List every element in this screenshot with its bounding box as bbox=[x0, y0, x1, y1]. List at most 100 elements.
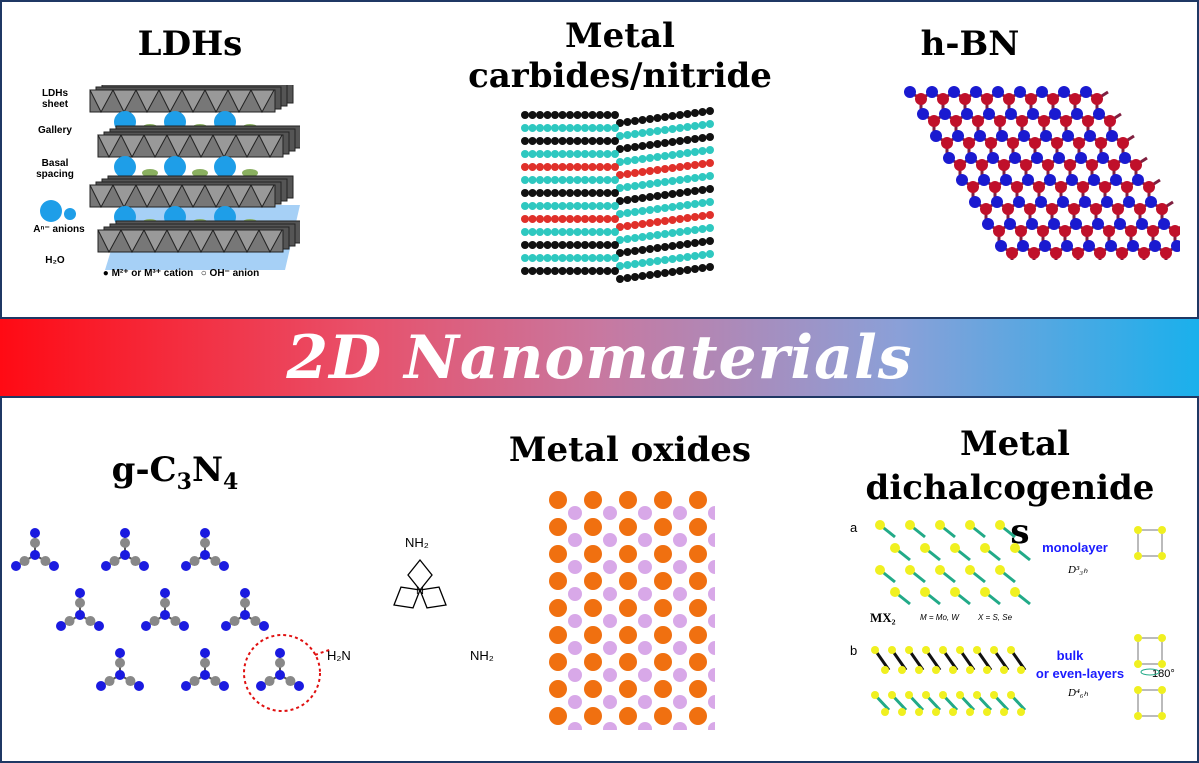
atom bbox=[588, 254, 597, 262]
atom bbox=[646, 128, 654, 136]
atom bbox=[683, 201, 692, 209]
chalcogen-atom bbox=[995, 520, 1005, 530]
chalcogen-atom bbox=[898, 666, 906, 674]
atom bbox=[653, 127, 662, 135]
ring bbox=[393, 586, 421, 609]
oxygen-atom bbox=[619, 572, 637, 590]
chalcogen-atom bbox=[983, 666, 991, 674]
atom bbox=[623, 170, 632, 178]
atom bbox=[706, 224, 714, 232]
atom bbox=[551, 202, 559, 210]
atom bbox=[603, 111, 612, 119]
chalcogen-atom bbox=[1158, 686, 1166, 694]
chalcogen-atom bbox=[1017, 666, 1025, 674]
ldh-title: LDHs bbox=[137, 24, 243, 64]
atom bbox=[691, 252, 699, 260]
atom bbox=[638, 116, 647, 124]
ring bbox=[419, 586, 447, 609]
nitrogen-atom bbox=[1110, 174, 1122, 186]
metal-atom bbox=[603, 641, 617, 655]
oxygen-atom bbox=[549, 707, 567, 725]
atom bbox=[528, 215, 537, 223]
atom bbox=[596, 215, 604, 223]
atom bbox=[661, 165, 669, 173]
atom bbox=[536, 254, 544, 262]
atom bbox=[536, 202, 544, 210]
nh2-left-label: H₂N bbox=[327, 648, 351, 663]
atom bbox=[543, 150, 552, 158]
nitrogen-atom bbox=[1083, 240, 1095, 252]
atom bbox=[573, 176, 582, 184]
ldh-octahedron bbox=[212, 229, 237, 254]
boron-atom bbox=[1072, 247, 1084, 259]
nitrogen-atom bbox=[1066, 174, 1078, 186]
atom bbox=[646, 167, 654, 175]
highlight-circle bbox=[243, 634, 321, 712]
boron-atom bbox=[1081, 225, 1093, 237]
atom bbox=[691, 200, 699, 208]
atom bbox=[581, 254, 589, 262]
nitrogen-atom bbox=[987, 152, 999, 164]
anion bbox=[214, 156, 236, 178]
atom bbox=[551, 254, 559, 262]
metal-atom bbox=[708, 695, 715, 709]
metal-atom bbox=[568, 695, 582, 709]
atom bbox=[623, 274, 632, 282]
atom bbox=[668, 255, 677, 263]
oxygen-atom bbox=[654, 626, 672, 644]
atom bbox=[536, 228, 544, 236]
atom bbox=[551, 228, 559, 236]
oxygen-atom bbox=[689, 707, 707, 725]
ldh-basal-label: Basal spacing bbox=[36, 158, 74, 180]
nitrogen-atom bbox=[1058, 86, 1070, 98]
boron-atom bbox=[1130, 159, 1142, 171]
nitrogen-atom bbox=[1017, 240, 1029, 252]
tmd-title-line2: dichalcogenide bbox=[865, 468, 1155, 508]
atom bbox=[653, 270, 662, 278]
boron-atom bbox=[954, 159, 966, 171]
atom bbox=[596, 189, 604, 197]
atom bbox=[698, 160, 707, 168]
atom bbox=[558, 150, 567, 158]
bulk-label: bulk bbox=[1056, 648, 1084, 663]
boron-atom bbox=[1082, 115, 1094, 127]
nitrogen-atom bbox=[1005, 108, 1017, 120]
panel-b-label: b bbox=[850, 643, 858, 658]
carbides-title-line2: carbides/nitride bbox=[468, 56, 772, 96]
chalcogen-atom bbox=[1158, 552, 1166, 560]
atom bbox=[623, 222, 632, 230]
atom bbox=[543, 228, 552, 236]
atom bbox=[616, 210, 624, 218]
atom bbox=[638, 272, 647, 280]
carbon-atom bbox=[64, 616, 75, 627]
atom bbox=[631, 117, 639, 125]
nitrogen-atom bbox=[1018, 130, 1030, 142]
atom bbox=[706, 146, 714, 154]
chalcogen-atom bbox=[890, 543, 900, 553]
oxygen-atom bbox=[689, 491, 707, 509]
atom bbox=[631, 247, 639, 255]
atom bbox=[528, 176, 537, 184]
carbon-atom bbox=[250, 616, 261, 627]
carbon-atom bbox=[200, 657, 210, 668]
atom bbox=[653, 231, 662, 239]
oxygen-atom bbox=[549, 572, 567, 590]
boron-atom bbox=[1121, 181, 1133, 193]
nitrogen-atom bbox=[1171, 240, 1180, 252]
atom bbox=[706, 198, 714, 206]
atom bbox=[521, 189, 529, 197]
nitrogen-atom bbox=[1013, 196, 1025, 208]
nitrogen-atom bbox=[219, 681, 229, 691]
metal-atom bbox=[673, 614, 687, 628]
nitrogen-atom bbox=[115, 670, 125, 680]
chalcogen-atom bbox=[1158, 634, 1166, 642]
atom bbox=[631, 143, 639, 151]
boron-atom bbox=[1086, 159, 1098, 171]
atom bbox=[603, 189, 612, 197]
atom bbox=[676, 137, 684, 145]
boron-atom bbox=[1011, 181, 1023, 193]
carbon-atom bbox=[115, 657, 125, 668]
atom bbox=[536, 137, 544, 145]
nitrogen-atom bbox=[1048, 218, 1060, 230]
atom bbox=[683, 149, 692, 157]
